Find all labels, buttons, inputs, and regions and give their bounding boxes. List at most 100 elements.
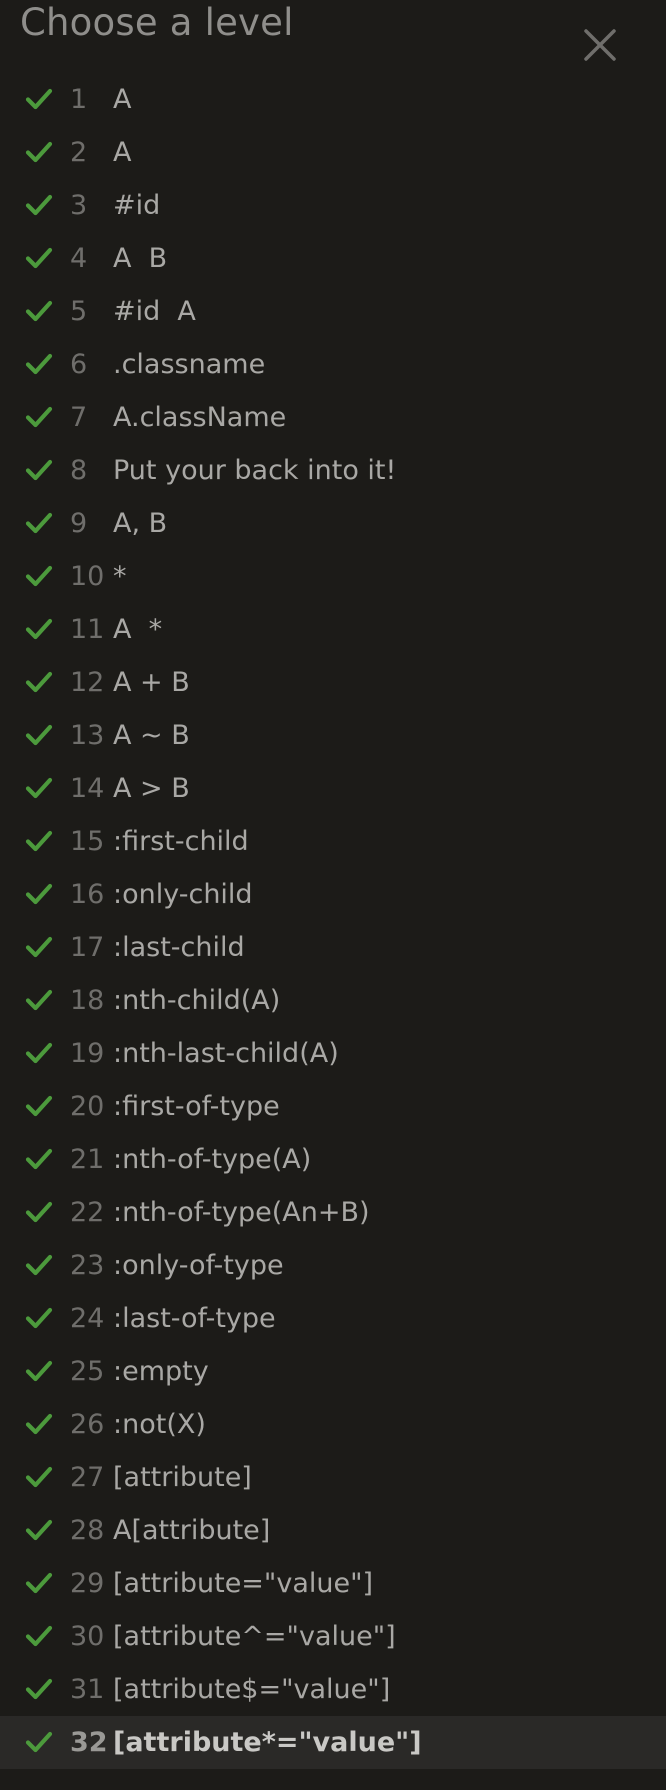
level-number: 8	[70, 455, 88, 486]
level-number: 11	[70, 614, 105, 645]
level-number: 12	[70, 667, 105, 698]
level-selector-label: A B	[113, 243, 168, 274]
level-selector-label: *	[113, 561, 127, 592]
level-item[interactable]: 30[attribute^="value"]	[0, 1610, 666, 1663]
checkmark-icon	[25, 989, 53, 1011]
level-menu-title: Choose a level	[20, 1, 294, 44]
level-item[interactable]: 25:empty	[0, 1345, 666, 1398]
level-selector-label: #id A	[113, 296, 196, 327]
level-number: 17	[70, 932, 105, 963]
checkmark-icon	[25, 883, 53, 905]
level-item[interactable]: 26:not(X)	[0, 1398, 666, 1451]
level-item[interactable]: 20:first-of-type	[0, 1080, 666, 1133]
level-item[interactable]: 31[attribute$="value"]	[0, 1663, 666, 1716]
level-item[interactable]: 5 #id A	[0, 285, 666, 338]
level-selector-label: :nth-of-type(An+B)	[113, 1197, 370, 1228]
level-item[interactable]: 17 :last-child	[0, 921, 666, 974]
level-number: 10	[70, 561, 105, 592]
level-selector-label: A	[113, 84, 132, 115]
checkmark-icon	[25, 300, 53, 322]
level-selector-label: :first-child	[113, 826, 249, 857]
level-selector-label: :nth-last-child(A)	[113, 1038, 339, 1069]
level-item[interactable]: 3#id	[0, 179, 666, 232]
level-item[interactable]: 27[attribute]	[0, 1451, 666, 1504]
level-number: 1	[70, 84, 88, 115]
level-item[interactable]: 15 :first-child	[0, 815, 666, 868]
level-number: 24	[70, 1303, 105, 1334]
checkmark-icon	[25, 1678, 53, 1700]
level-number: 19	[70, 1038, 105, 1069]
level-item[interactable]: 29 [attribute="value"]	[0, 1557, 666, 1610]
level-item[interactable]: 7 A.className	[0, 391, 666, 444]
level-item[interactable]: 23 :only-of-type	[0, 1239, 666, 1292]
level-selector-label: [attribute="value"]	[113, 1568, 374, 1599]
checkmark-icon	[25, 1095, 53, 1117]
level-number: 20	[70, 1091, 105, 1122]
level-item[interactable]: 21:nth-of-type(A)	[0, 1133, 666, 1186]
level-selector-label: A[attribute]	[113, 1515, 271, 1546]
checkmark-icon	[25, 353, 53, 375]
level-number: 22	[70, 1197, 105, 1228]
level-number: 15	[70, 826, 105, 857]
level-number: 13	[70, 720, 105, 751]
level-item[interactable]: 6 .classname	[0, 338, 666, 391]
level-selector-label: .classname	[113, 349, 266, 380]
close-button[interactable]	[575, 20, 625, 70]
checkmark-icon	[25, 1625, 53, 1647]
level-number: 21	[70, 1144, 105, 1175]
level-number: 31	[70, 1674, 105, 1705]
close-icon	[584, 29, 616, 61]
level-menu-header: Choose a level	[20, 0, 660, 61]
level-selector-label: A + B	[113, 667, 190, 698]
level-number: 7	[70, 402, 88, 433]
level-item[interactable]: 19 :nth-last-child(A)	[0, 1027, 666, 1080]
level-number: 2	[70, 137, 88, 168]
level-item[interactable]: 10 *	[0, 550, 666, 603]
checkmark-icon	[25, 1201, 53, 1223]
level-selector-label: :last-child	[113, 932, 245, 963]
checkmark-icon	[25, 1731, 53, 1753]
level-number: 25	[70, 1356, 105, 1387]
checkmark-icon	[25, 459, 53, 481]
level-number: 18	[70, 985, 105, 1016]
level-item[interactable]: 12 A + B	[0, 656, 666, 709]
level-item[interactable]: 22 :nth-of-type(An+B)	[0, 1186, 666, 1239]
level-number: 5	[70, 296, 88, 327]
level-item[interactable]: 18:nth-child(A)	[0, 974, 666, 1027]
checkmark-icon	[25, 1519, 53, 1541]
checkmark-icon	[25, 141, 53, 163]
level-number: 6	[70, 349, 88, 380]
checkmark-icon	[25, 194, 53, 216]
level-number: 29	[70, 1568, 105, 1599]
level-item[interactable]: 16:only-child	[0, 868, 666, 921]
checkmark-icon	[25, 671, 53, 693]
level-selector-label: A	[113, 137, 132, 168]
level-selector-label: A > B	[113, 773, 190, 804]
checkmark-icon	[25, 1148, 53, 1170]
checkmark-icon	[25, 512, 53, 534]
level-number: 23	[70, 1250, 105, 1281]
checkmark-icon	[25, 247, 53, 269]
level-selector-label: :only-child	[113, 879, 253, 910]
checkmark-icon	[25, 1413, 53, 1435]
level-number: 32	[70, 1727, 108, 1758]
level-item[interactable]: 24:last-of-type	[0, 1292, 666, 1345]
level-item-current[interactable]: 32[attribute*="value"]	[0, 1716, 666, 1769]
checkmark-icon	[25, 724, 53, 746]
level-selector-label: [attribute]	[113, 1462, 252, 1493]
checkmark-icon	[25, 1254, 53, 1276]
level-selector-label: A.className	[113, 402, 287, 433]
checkmark-icon	[25, 565, 53, 587]
level-selector-label: :only-of-type	[113, 1250, 284, 1281]
checkmark-icon	[25, 406, 53, 428]
